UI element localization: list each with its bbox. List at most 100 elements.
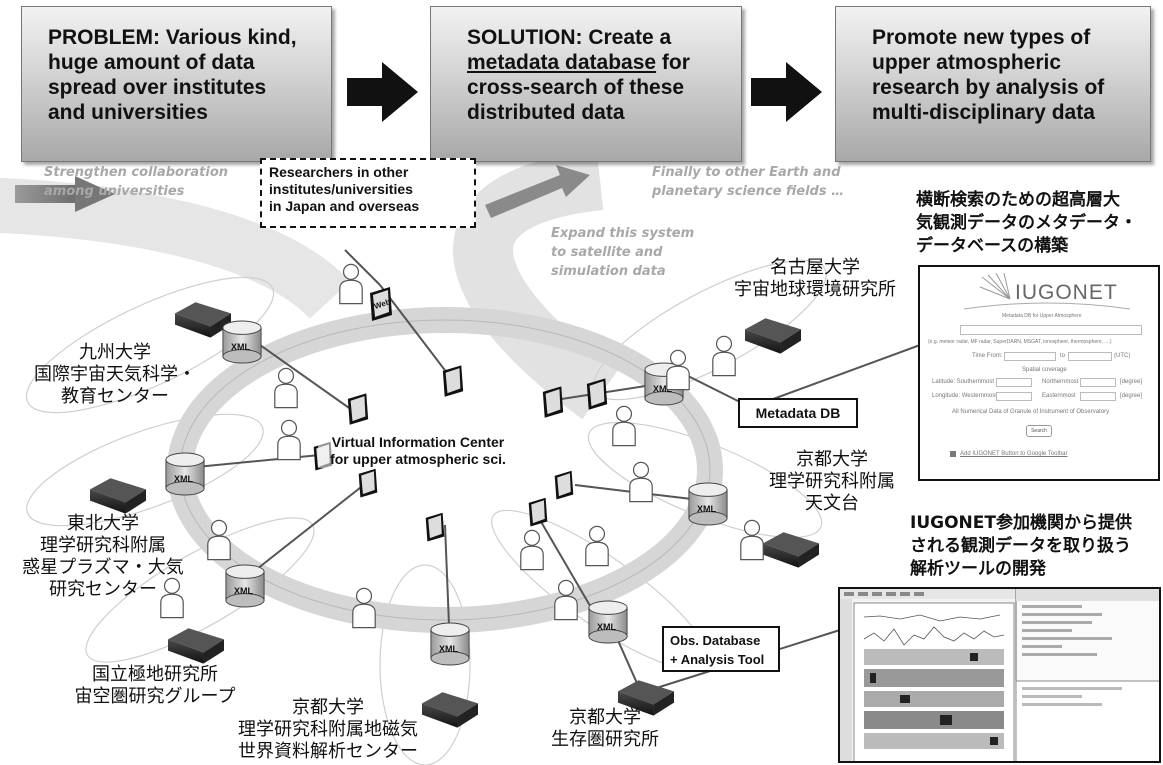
person-icon-7 <box>520 529 544 571</box>
lat-north-label: Northernmost <box>1042 379 1079 385</box>
researchers-line-2: institutes/universities <box>269 181 413 197</box>
promote-line-2: upper atmospheric <box>872 51 1062 74</box>
panel-subtitle: Metadata DB for Upper Atmosphere <box>1002 313 1082 319</box>
keyword-example: (e.g. meteor radar, MF radar, SuperDARN,… <box>928 339 1112 345</box>
lon-west-label: Longitude: Westernmost <box>932 393 997 399</box>
problem-line-4: and universities <box>48 101 208 124</box>
metadata-db-callout: Metadata DB <box>738 398 858 428</box>
kyoto-rish-line-2: 生存圏研究所 <box>551 729 659 750</box>
obs-db-line-2: + Analysis Tool <box>670 652 765 667</box>
monitor-icon-1 <box>442 365 464 397</box>
flow-arrow-1 <box>347 62 418 122</box>
lon-east-label: Easternmost <box>1042 393 1076 399</box>
problem-line-3: spread over institutes <box>48 76 267 99</box>
tohoku-line-3: 惑星プラズマ・大気 <box>22 557 184 578</box>
researchers-box: Researchers in other institutes/universi… <box>260 158 476 228</box>
solution-line-2: metadata database for <box>467 50 727 75</box>
kyoto-geomag-label: 京都大学 理学研究科附属地磁気 世界資料解析センター <box>228 697 428 761</box>
collaboration-note-line-1: Strengthen collaboration <box>44 165 229 180</box>
lon-east-input[interactable] <box>1080 392 1116 401</box>
solution-line-4: distributed data <box>467 101 625 124</box>
finally-note-line-1: Finally to other Earth and <box>652 165 841 180</box>
promote-line-1: Promote new types of <box>872 26 1091 49</box>
time-from-label: Time From: <box>972 353 1003 359</box>
analysis-tool-panel <box>838 587 1161 763</box>
xml-label-obs: XML <box>697 504 717 514</box>
metadata-db-label: Metadata DB <box>755 405 841 421</box>
person-icon-9 <box>554 579 578 621</box>
person-icon-13 <box>666 349 690 391</box>
server-icon-nagoya <box>745 318 801 354</box>
kyoto-geomag-line-1: 京都大学 <box>292 697 364 718</box>
lon-west-input[interactable] <box>996 392 1032 401</box>
tool-jp-line-2: される観測データを取り扱う <box>910 536 1131 556</box>
xml-label-nagoya: XML <box>653 384 673 394</box>
nagoya-line-2: 宇宙地球環境研究所 <box>734 279 896 300</box>
person-icon-3 <box>277 419 301 461</box>
kyushu-label: 九州大学 国際宇宙天気科学・ 教育センター <box>30 342 200 408</box>
nipr-line-1: 国立極地研究所 <box>92 664 218 685</box>
monitor-icon-5 <box>425 512 445 542</box>
monitor-icon-4 <box>358 468 378 498</box>
monitor-icon-7 <box>554 470 574 500</box>
filter-options[interactable]: All Numerical Data of Granule of Instrum… <box>952 409 1110 415</box>
collaboration-note: Strengthen collaboration among universit… <box>44 163 228 201</box>
server-icon-kyoto-geomag <box>422 692 478 728</box>
analysis-tool-screenshot <box>840 589 1159 761</box>
server-icon-obs <box>763 532 819 568</box>
kyoto-obs-label: 京都大学 理学研究科附属 天文台 <box>747 449 917 515</box>
google-toolbar-link[interactable]: Add IUGONET Button to Google Toolbar <box>960 451 1068 457</box>
problem-line-1: PROBLEM: Various kind, <box>48 26 297 49</box>
metadata-jp-line-1: 横断検索のための超高層大 <box>916 190 1120 210</box>
expand-note-line-3: simulation data <box>551 264 666 279</box>
person-icon-14 <box>612 405 636 447</box>
lat-north-input[interactable] <box>1080 378 1116 387</box>
xml-label-tohoku: XML <box>174 474 194 484</box>
researchers-line-1: Researchers in other <box>269 164 409 180</box>
collaboration-note-line-2: among universities <box>44 184 185 199</box>
iugonet-search-panel: IUGONET Metadata DB for Upper Atmosphere… <box>918 265 1160 481</box>
tohoku-ellipse <box>26 413 264 527</box>
tohoku-label: 東北大学 理学研究科附属 惑星プラズマ・大気 研究センター <box>18 513 188 601</box>
monitor-icon-8 <box>542 386 564 418</box>
xml-label-nipr: XML <box>234 586 254 596</box>
kyushu-ellipse <box>25 276 275 414</box>
tool-jp-note: IUGONET参加機関から提供 される観測データを取り扱う 解析ツールの開発 <box>910 512 1132 581</box>
collaboration-arrow <box>15 176 115 212</box>
lat-south-input[interactable] <box>996 378 1032 387</box>
person-icon-1 <box>339 263 363 305</box>
time-from-input[interactable] <box>1004 352 1056 361</box>
person-icon-6 <box>352 587 376 629</box>
nagoya-line-1: 名古屋大学 <box>770 257 860 278</box>
kyushu-line-2: 国際宇宙天気科学・ <box>34 364 196 385</box>
search-button[interactable]: Search <box>1026 425 1052 437</box>
kyoto-geomag-line-2: 理学研究科附属地磁気 <box>238 719 418 740</box>
expand-note-line-1: Expand this system <box>551 226 695 241</box>
lon-degree-label: [degree] <box>1120 393 1143 399</box>
keyword-input[interactable] <box>960 325 1142 335</box>
metadata-jp-note: 横断検索のための超高層大 気観測データのメタデータ・ データベースの構築 <box>916 189 1137 258</box>
server-icon-nipr <box>168 628 224 664</box>
metadata-jp-line-3: データベースの構築 <box>916 236 1069 256</box>
person-icon-4 <box>207 519 231 561</box>
nagoya-label: 名古屋大学 宇宙地球環境研究所 <box>730 257 900 301</box>
kyoto-rish-line-1: 京都大学 <box>569 707 641 728</box>
person-icon-10 <box>629 461 653 503</box>
person-icon-2 <box>274 367 298 409</box>
nipr-line-2: 宙空圏研究グループ <box>74 686 236 707</box>
tohoku-line-2: 理学研究科附属 <box>40 535 166 556</box>
researchers-line-3: in Japan and overseas <box>269 198 420 214</box>
expand-note-line-2: to satellite and <box>551 245 663 260</box>
tohoku-line-1: 東北大学 <box>67 513 139 534</box>
problem-line-2: huge amount of data <box>48 51 255 74</box>
tohoku-line-4: 研究センター <box>49 579 157 600</box>
obs-database-callout: Obs. Database + Analysis Tool <box>662 626 780 672</box>
monitor-icon-6 <box>528 497 548 527</box>
xml-label-kyushu: XML <box>231 342 251 352</box>
time-to-input[interactable] <box>1068 352 1112 361</box>
kyoto-geomag-line-3: 世界資料解析センター <box>238 741 418 761</box>
iugonet-logo-icon <box>979 273 1011 300</box>
person-icon-12 <box>712 335 736 377</box>
